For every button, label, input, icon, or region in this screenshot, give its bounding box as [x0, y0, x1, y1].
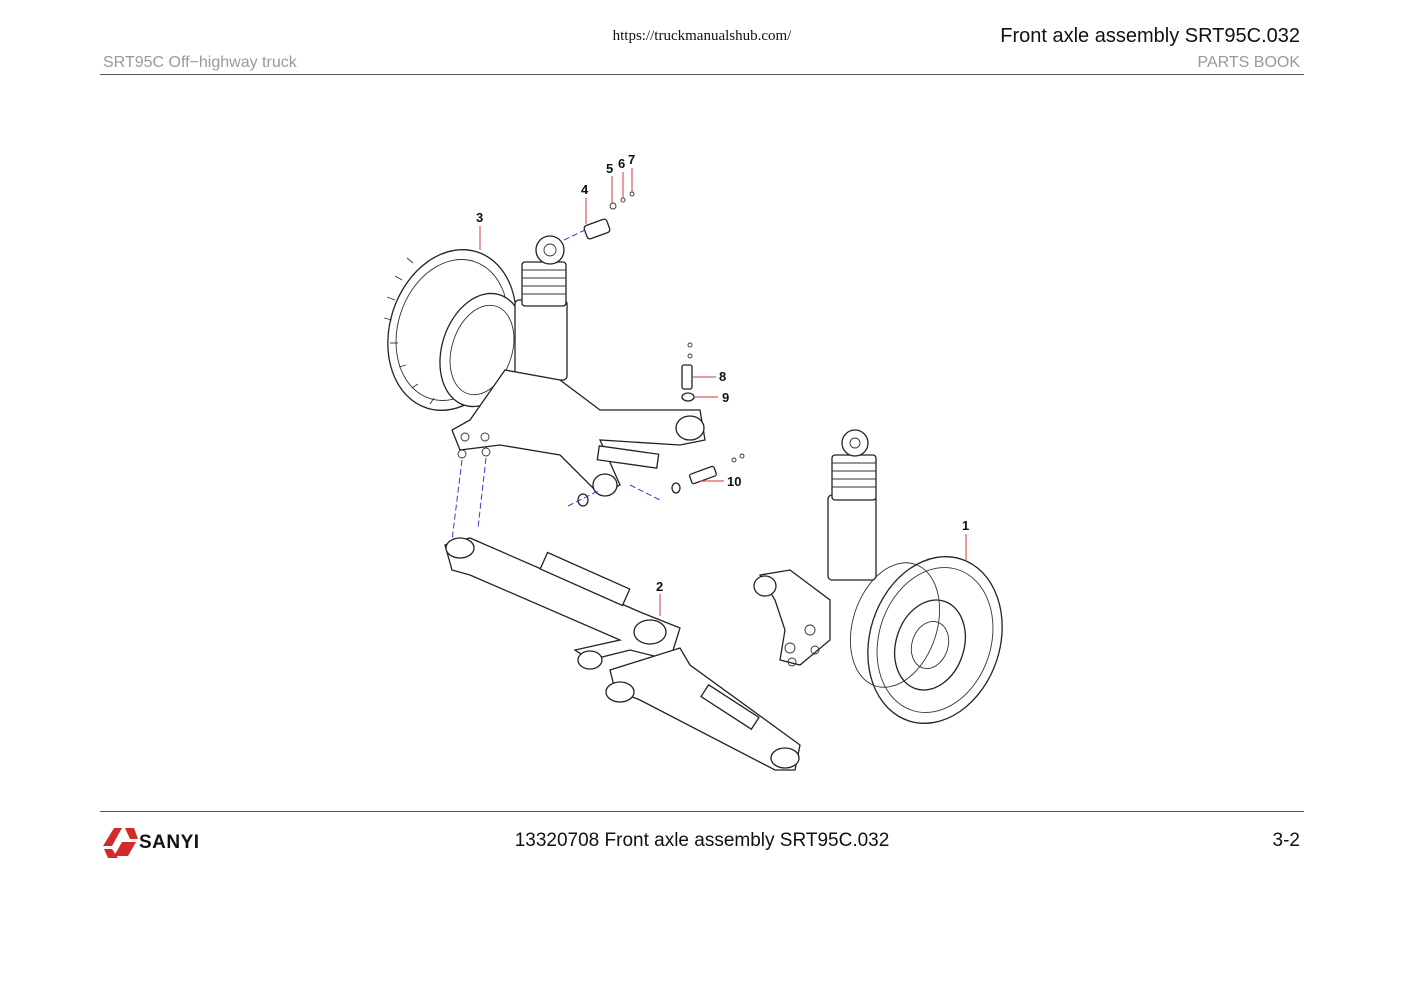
- leader-lines: [479, 168, 967, 616]
- callout-9: 9: [722, 390, 729, 405]
- callout-7: 7: [628, 152, 635, 167]
- right-strut-cylinder: [827, 429, 877, 581]
- callout-2: 2: [656, 579, 663, 594]
- page-number: 3-2: [1272, 830, 1300, 851]
- right-knuckle-arm: [753, 569, 831, 667]
- left-knuckle-arm: [451, 369, 706, 497]
- callout-8: 8: [719, 369, 726, 384]
- model-label: SRT95C Off−highway truck: [103, 54, 297, 71]
- footer-divider: [100, 811, 1304, 812]
- source-url: https://truckmanualshub.com/: [612, 28, 792, 44]
- callout-6: 6: [618, 156, 625, 171]
- footer-title: 13320708 Front axle assembly SRT95C.032: [514, 830, 890, 851]
- callout-10: 10: [727, 474, 741, 489]
- section-label: PARTS BOOK: [1197, 54, 1300, 71]
- document-title: Front axle assembly SRT95C.032: [1000, 25, 1300, 47]
- hidden-centerlines: [451, 229, 661, 541]
- callout-1: 1: [962, 518, 969, 533]
- header-divider: [100, 74, 1304, 75]
- left-strut-cylinder: [514, 235, 568, 381]
- pin-set-right: [577, 342, 745, 507]
- callout-4: 4: [581, 182, 589, 197]
- callout-3: 3: [476, 210, 483, 225]
- right-wheel-hub: [849, 556, 1003, 724]
- brand-wordmark: SANYI: [139, 832, 200, 853]
- pin-set-top: [583, 191, 635, 240]
- sany-logo-icon: [103, 828, 138, 858]
- a-frame-rod: [444, 537, 801, 771]
- callout-5: 5: [606, 161, 613, 176]
